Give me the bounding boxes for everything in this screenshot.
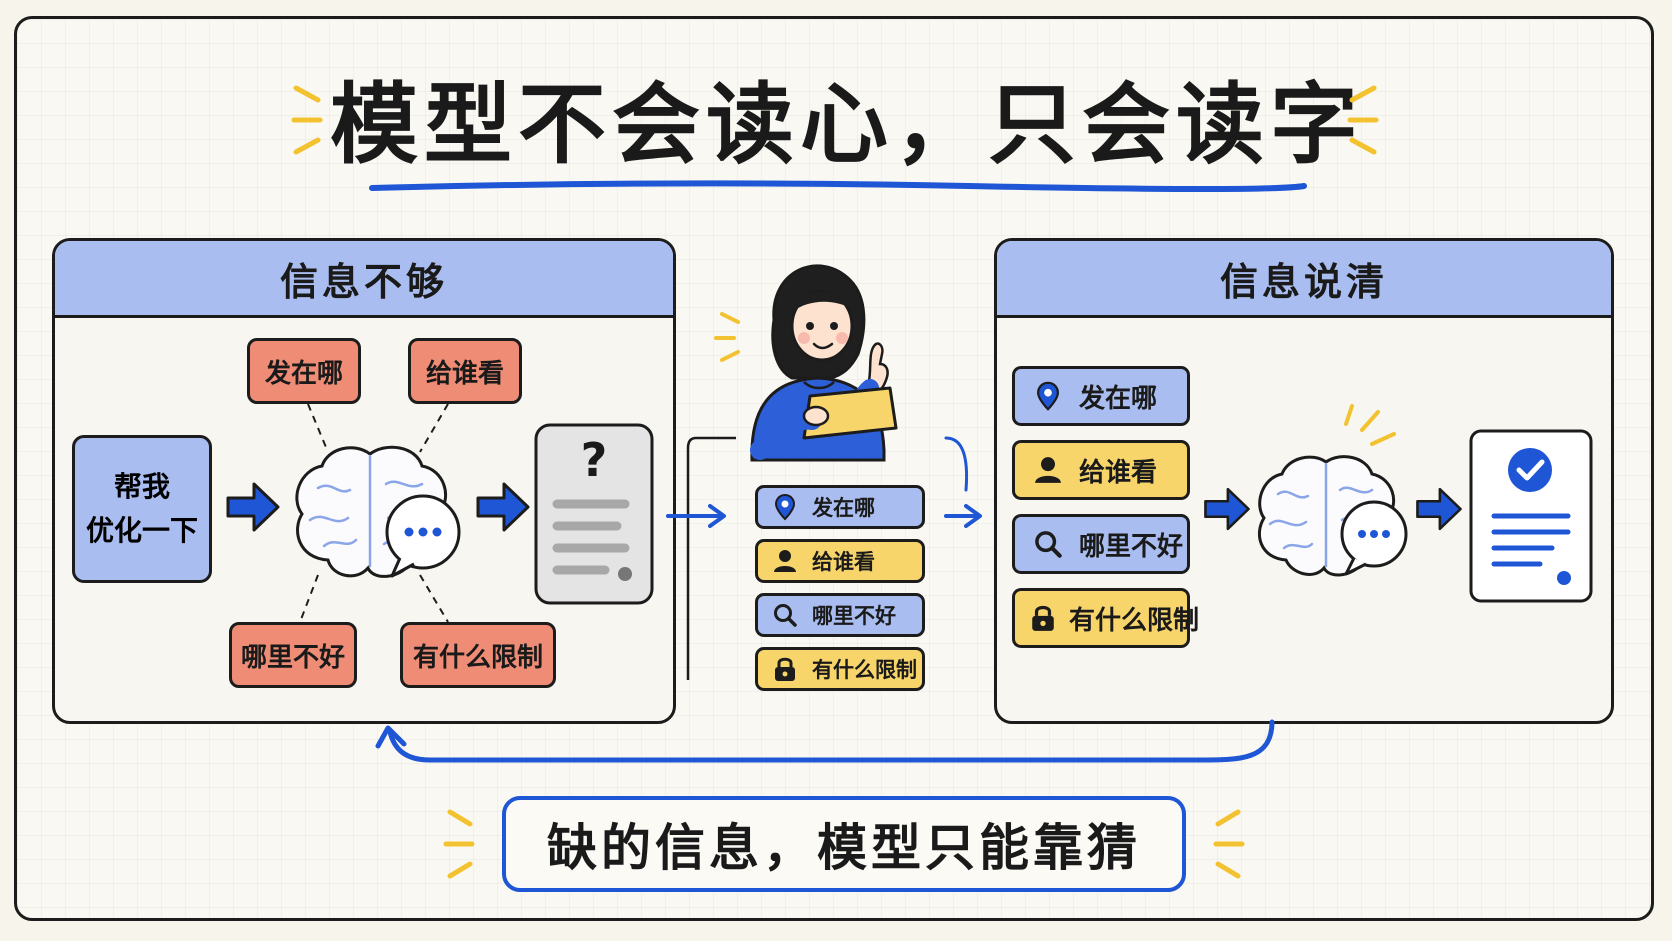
chip-label: 哪里不好: [812, 604, 896, 628]
person-illustration: [714, 264, 898, 462]
chip-label: 有什么限制: [1069, 605, 1200, 636]
spark-icon: [291, 85, 323, 155]
vague-request-box: 帮我 优化一下: [72, 435, 212, 583]
right-chip-who: 给谁看: [1012, 440, 1190, 500]
brain-icon: [1257, 404, 1408, 577]
spark-icon: [1347, 85, 1379, 155]
chip-label: 给谁看: [1079, 457, 1158, 488]
brain-icon: [295, 445, 461, 578]
lock-icon: [1031, 604, 1055, 632]
chip-label: 发在哪: [812, 496, 875, 520]
search-icon: [770, 603, 800, 627]
chip-label: 发在哪: [1079, 383, 1158, 414]
middle-chip-what-wrong: 哪里不好: [755, 593, 925, 637]
page-title: 模型不会读心，只会读字: [330, 73, 1365, 176]
left-panel-header: 信息不够: [55, 241, 673, 318]
clear-document-icon: [1469, 429, 1593, 603]
question-mark: ?: [580, 433, 608, 487]
request-line-1: 帮我: [113, 470, 170, 503]
chip-label: 有什么限制: [812, 658, 917, 682]
search-icon: [1031, 530, 1065, 558]
middle-chip-where: 发在哪: [755, 485, 925, 529]
bottom-caption: 缺的信息，模型只能靠猜: [502, 796, 1186, 892]
arrow-right-icon: [1204, 487, 1250, 531]
chip-label: 哪里不好: [1079, 531, 1184, 562]
question-who: 给谁看: [408, 338, 522, 404]
location-pin-icon: [1031, 381, 1065, 411]
right-chip-constraints: 有什么限制: [1012, 588, 1199, 648]
person-icon: [1031, 456, 1065, 484]
location-pin-icon: [770, 493, 800, 521]
arrow-right-icon: [1416, 487, 1462, 531]
spark-icon: [443, 809, 475, 879]
arrow-right-icon: [226, 482, 280, 532]
spark-icon: [1213, 809, 1245, 879]
unclear-document-icon: [534, 423, 654, 605]
question-where: 发在哪: [247, 338, 361, 404]
right-chip-what-wrong: 哪里不好: [1012, 514, 1190, 574]
checklist-flow: [666, 436, 982, 680]
chip-label: 给谁看: [812, 550, 875, 574]
middle-chip-constraints: 有什么限制: [755, 647, 925, 691]
person-icon: [770, 549, 800, 573]
question-what-wrong: 哪里不好: [229, 622, 357, 688]
title-underline: [369, 180, 1307, 192]
middle-chip-who: 给谁看: [755, 539, 925, 583]
lock-icon: [770, 656, 800, 682]
right-chip-where: 发在哪: [1012, 366, 1190, 426]
arrow-right-icon: [476, 482, 530, 532]
question-constraints: 有什么限制: [400, 622, 556, 688]
request-line-2: 优化一下: [85, 514, 198, 547]
right-panel-header: 信息说清: [997, 241, 1611, 318]
